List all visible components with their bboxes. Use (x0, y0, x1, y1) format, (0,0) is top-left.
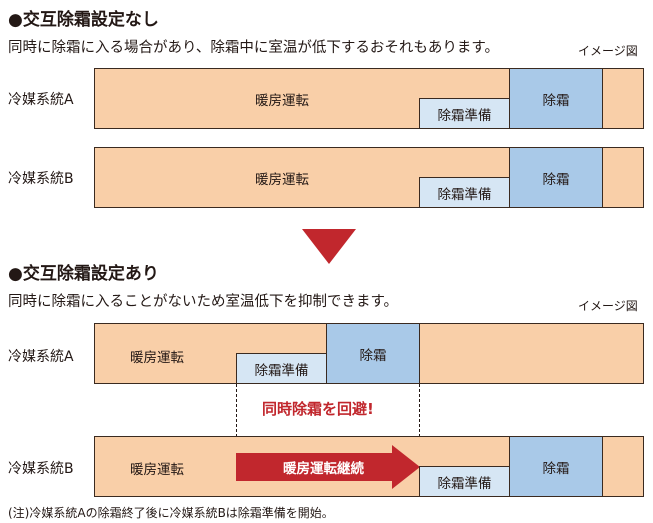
s2-row-b-label: 冷媒系統B (8, 461, 74, 477)
section1-image-note: イメージ図 (578, 44, 638, 58)
s1-row-a-label: 冷媒系統A (8, 92, 74, 108)
s1-row-a-heating: 暖房運転 (255, 93, 309, 109)
s1-row-b-label: 冷媒系統B (8, 171, 74, 187)
heating-continue-arrow-icon (236, 445, 420, 489)
section2-title: ●交互除霜設定あり (8, 264, 159, 284)
footnote: (注)冷媒系統Aの除霜終了後に冷媒系統Bは除霜準備を開始。 (8, 506, 334, 520)
avoid-simultaneous-defrost-text: 同時除霜を回避! (262, 400, 374, 418)
s2-row-a-heating: 暖房運転 (130, 350, 184, 366)
s1-row-b-defrost: 除霜 (509, 147, 603, 208)
section2-subtitle: 同時に除霜に入ることがないため室温低下を抑制できます。 (8, 294, 399, 310)
section2-image-note: イメージ図 (578, 299, 638, 313)
s1-row-a-prep: 除霜準備 (419, 98, 510, 129)
section1-title: ●交互除霜設定なし (8, 10, 159, 30)
s1-row-a-defrost: 除霜 (509, 68, 603, 129)
s2-row-a-defrost: 除霜 (326, 323, 420, 384)
s2-row-b-defrost: 除霜 (509, 436, 603, 497)
s2-row-b-continue: 暖房運転継続 (283, 461, 364, 477)
s2-row-a-label: 冷媒系統A (8, 349, 74, 365)
s2-row-a-prep: 除霜準備 (236, 353, 327, 384)
section1-subtitle: 同時に除霜に入る場合があり、除霜中に室温が低下するおそれもあります。 (8, 40, 499, 56)
s2-row-b-prep: 除霜準備 (419, 466, 510, 497)
s1-row-b-heating: 暖房運転 (255, 172, 309, 188)
s1-row-b-prep: 除霜準備 (419, 177, 510, 208)
s2-row-b-heating: 暖房運転 (130, 462, 184, 478)
down-arrow-icon (302, 229, 356, 264)
